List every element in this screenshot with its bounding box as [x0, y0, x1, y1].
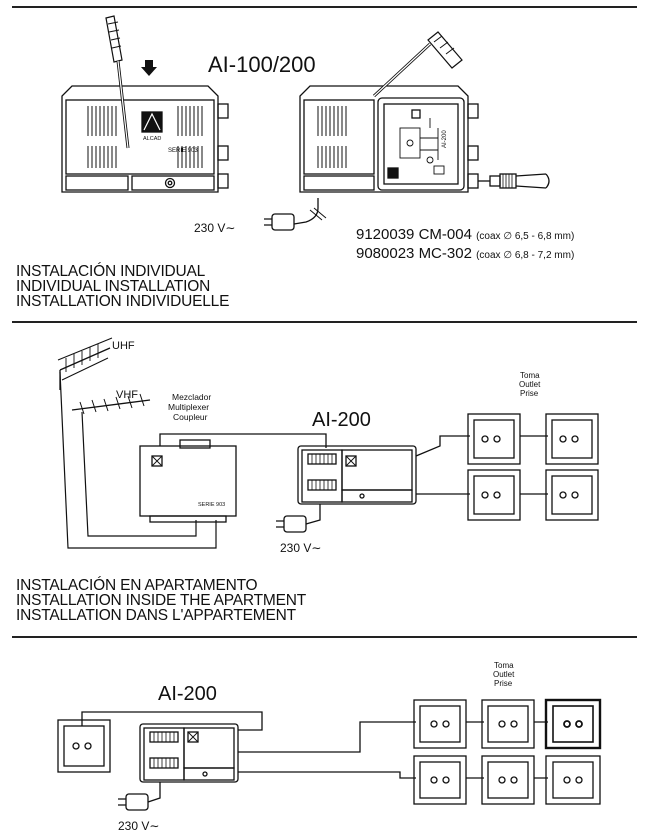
- uhf-label: UHF: [112, 340, 135, 352]
- multiplexer-label-fr: Coupleur: [173, 412, 208, 422]
- multiplexer-series-label: SERIE 903: [198, 502, 225, 508]
- section1-power-label: 230 V∼: [194, 221, 235, 235]
- section-divider-2: [12, 636, 637, 638]
- section1-model-title: AI-100/200: [208, 52, 316, 77]
- heading-fr-2: INSTALLATION DANS L'APPARTEMENT: [16, 607, 296, 624]
- amplifier-front-view: ALCAD SERIE 903: [61, 85, 229, 193]
- cable-code-1: 9120039 CM-004: [356, 226, 472, 243]
- outlet-grid-section3: [413, 698, 602, 805]
- uhf-antenna-icon: [57, 337, 113, 390]
- inner-model-label: AI-200: [442, 130, 448, 148]
- section3-power-label: 230 V∼: [118, 819, 159, 833]
- screwdriver-icon: [105, 15, 130, 149]
- coax-connector-icon: [478, 173, 550, 189]
- power-plug-icon: [264, 198, 327, 231]
- series-label: SERIE 903: [168, 148, 198, 154]
- section-divider-1: [12, 321, 637, 323]
- section2-heading: INSTALACIÓN EN APARTAMENTO INSTALLATION …: [16, 577, 306, 624]
- source-outlet: [57, 719, 111, 773]
- cable-spec-2: (coax ∅ 6,8 - 7,2 mm): [476, 250, 575, 261]
- outlet-label-fr-s3: Prise: [494, 679, 513, 688]
- outlet-label-es-s3: Toma: [494, 661, 514, 670]
- multiplexer-label-es: Mezclador: [172, 392, 211, 402]
- heading-es-2: INSTALACIÓN EN APARTAMENTO: [16, 577, 258, 594]
- vhf-label: VHF: [116, 389, 138, 401]
- cable-code-2: 9080023 MC-302: [356, 245, 472, 262]
- outlet-grid-section2: [467, 413, 599, 521]
- section2-model-title: AI-200: [312, 409, 371, 431]
- heading-fr: INSTALLATION INDIVIDUELLE: [16, 293, 230, 310]
- heading-en: INDIVIDUAL INSTALLATION: [16, 278, 211, 295]
- section3-model-title: AI-200: [158, 683, 217, 705]
- multiplexer-label-en: Multiplexer: [168, 402, 209, 412]
- power-plug-icon-section3: [118, 782, 161, 811]
- brand-label: ALCAD: [143, 136, 161, 142]
- vhf-antenna-icon: [71, 393, 151, 415]
- amplifier-open-view: AI-200: [299, 85, 479, 193]
- outlet-label-en-s3: Outlet: [493, 670, 515, 679]
- outlet-label-es-s2: Toma: [520, 371, 540, 380]
- power-plug-icon-section2: [276, 504, 321, 533]
- cable-spec-1: (coax ∅ 6,5 - 6,8 mm): [476, 231, 575, 242]
- arrow-down-icon: [141, 60, 157, 76]
- cable-ref-2: 9080023 MC-302 (coax ∅ 6,8 - 7,2 mm): [356, 245, 574, 264]
- ai200-amplifier-section3: [139, 723, 239, 783]
- alcad-small-logo-icon: [387, 167, 399, 179]
- heading-en-2: INSTALLATION INSIDE THE APARTMENT: [16, 592, 306, 609]
- cable-ref-1: 9120039 CM-004 (coax ∅ 6,5 - 6,8 mm): [356, 226, 574, 245]
- top-rule: [12, 6, 637, 8]
- section2-power-label: 230 V∼: [280, 541, 321, 555]
- alcad-logo-icon: [141, 111, 163, 133]
- heading-es: INSTALACIÓN INDIVIDUAL: [16, 263, 206, 280]
- screwdriver-icon-2: [372, 31, 463, 98]
- outlet-label-en-s2: Outlet: [519, 380, 541, 389]
- multiplexer-box: SERIE 903: [139, 439, 237, 523]
- ai200-amplifier-section2: [297, 445, 417, 505]
- outlet-label-fr-s2: Prise: [520, 389, 539, 398]
- section1-heading: INSTALACIÓN INDIVIDUAL INDIVIDUAL INSTAL…: [16, 263, 230, 310]
